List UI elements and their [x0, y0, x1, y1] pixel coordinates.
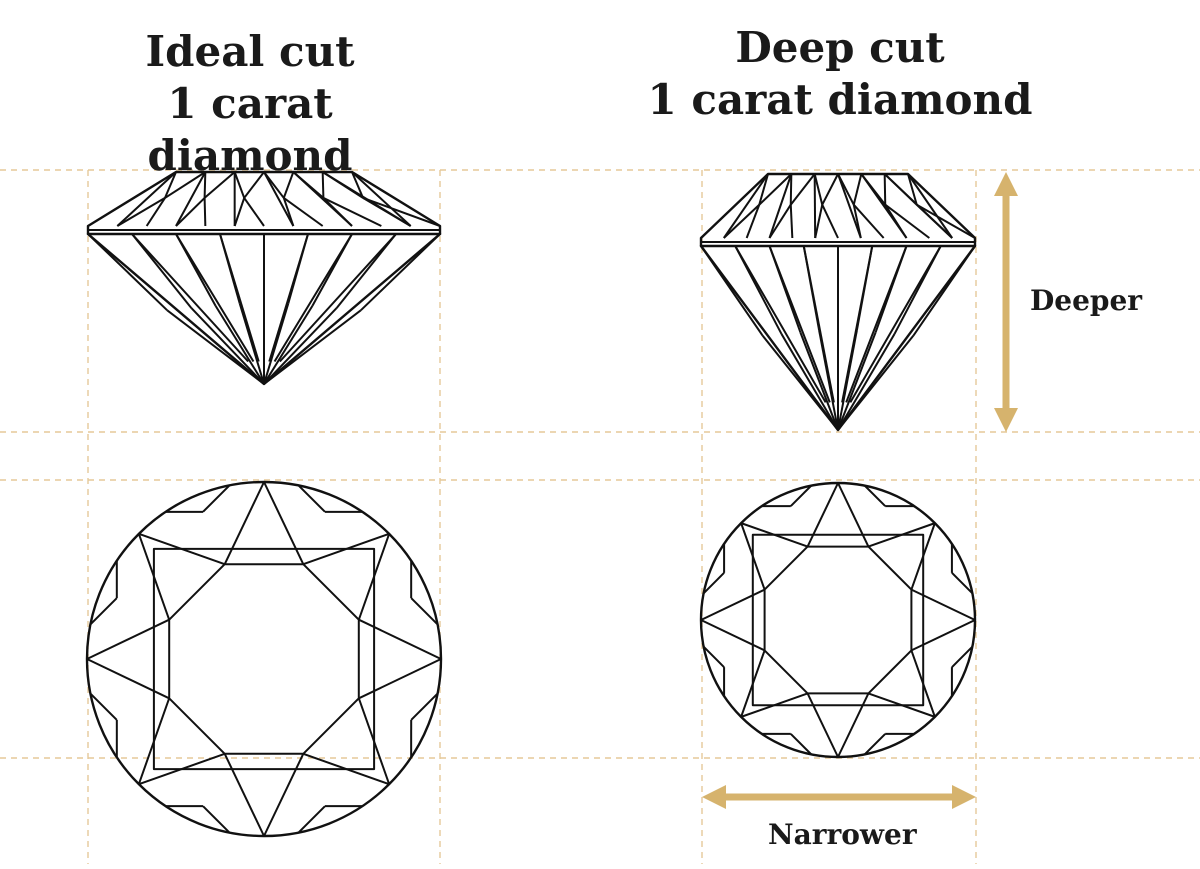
- crown-facet-line: [147, 198, 165, 226]
- star-facet-line: [359, 659, 441, 698]
- crown-facet-line: [885, 174, 886, 205]
- pavilion-facet-line: [167, 310, 264, 384]
- pavilion-facet-line: [361, 234, 440, 310]
- crown-facet-line: [822, 174, 838, 205]
- star-facet-line: [838, 693, 868, 757]
- crown-facet-line: [284, 198, 323, 226]
- star-facet-line: [264, 482, 303, 564]
- ideal-cut-title-line2: 1 carat diamond: [60, 78, 440, 182]
- star-facet-line: [225, 482, 264, 564]
- ideal-diamond-top-view: [87, 482, 441, 836]
- crown-facet-line: [724, 174, 768, 238]
- star-facet-line: [87, 659, 169, 698]
- deep-diamond-side-view: [701, 174, 975, 430]
- star-facet-line: [359, 620, 441, 659]
- deep-cut-title: Deep cut 1 carat diamond: [640, 22, 1040, 126]
- crown-facet-line: [838, 174, 861, 238]
- crown-facet-line: [791, 174, 792, 205]
- pavilion-facet-line: [850, 246, 940, 402]
- pavilion-facet-line: [280, 234, 396, 362]
- pavilion-facet-line: [288, 234, 308, 304]
- crown-facet-line: [235, 198, 245, 226]
- pavilion-facet-line: [735, 246, 825, 402]
- pavilion-facet-line: [701, 246, 763, 336]
- crown-square: [753, 535, 923, 705]
- pavilion-facet-line: [857, 246, 872, 331]
- ideal-diamond-side-view: [88, 172, 440, 384]
- deep-cut-title-line2: 1 carat diamond: [640, 74, 1040, 126]
- crown-facet-line: [244, 198, 264, 226]
- pavilion-facet-line: [264, 310, 361, 384]
- star-facet-line: [838, 483, 868, 547]
- crown-facet-line: [791, 205, 793, 238]
- deep-cut-title-line1: Deep cut: [640, 22, 1040, 74]
- pavilion-facet-line: [216, 306, 264, 384]
- ideal-cut-title-line1: Ideal cut: [60, 26, 440, 78]
- star-facet-line: [911, 620, 975, 650]
- guide-lines: [0, 170, 1200, 864]
- pavilion-facet-line: [838, 332, 876, 430]
- pavilion-facet-line: [800, 332, 838, 430]
- crown-facet-line: [908, 174, 952, 238]
- pavilion-facet-line: [804, 246, 819, 331]
- pavilion-facet-line: [763, 336, 838, 430]
- star-facet-line: [87, 620, 169, 659]
- pavilion-facet-line: [264, 306, 312, 384]
- table-octagon: [169, 564, 359, 754]
- deep-diamond-top-view: [701, 483, 975, 757]
- pavilion-facet-line: [220, 234, 240, 304]
- crown-facet-line: [176, 198, 205, 226]
- star-facet-line: [808, 693, 838, 757]
- pavilion-facet-line: [838, 336, 913, 430]
- crown-facet-line: [791, 174, 815, 205]
- pavilion-facet-line: [913, 246, 975, 336]
- star-facet-line: [264, 754, 303, 836]
- star-facet-line: [808, 483, 838, 547]
- crown-facet-line: [822, 205, 838, 238]
- crown-facet-line: [854, 174, 862, 205]
- crown-facet-line: [815, 174, 816, 238]
- star-facet-line: [225, 754, 264, 836]
- crown-square: [154, 549, 374, 769]
- narrower-label: Narrower: [768, 818, 917, 851]
- narrower-arrow: [702, 785, 976, 809]
- ideal-cut-title: Ideal cut 1 carat diamond: [60, 26, 440, 182]
- deeper-label: Deeper: [1030, 284, 1142, 317]
- pavilion-facet-line: [88, 234, 167, 310]
- deeper-arrow: [994, 172, 1018, 432]
- crown-facet-line: [815, 205, 822, 238]
- crown-facet-line: [117, 198, 165, 226]
- table-octagon: [765, 547, 912, 694]
- star-facet-line: [701, 590, 765, 620]
- star-facet-line: [911, 590, 975, 620]
- pavilion-facet-line: [132, 234, 248, 362]
- star-facet-line: [701, 620, 765, 650]
- crown-facet-line: [205, 198, 206, 226]
